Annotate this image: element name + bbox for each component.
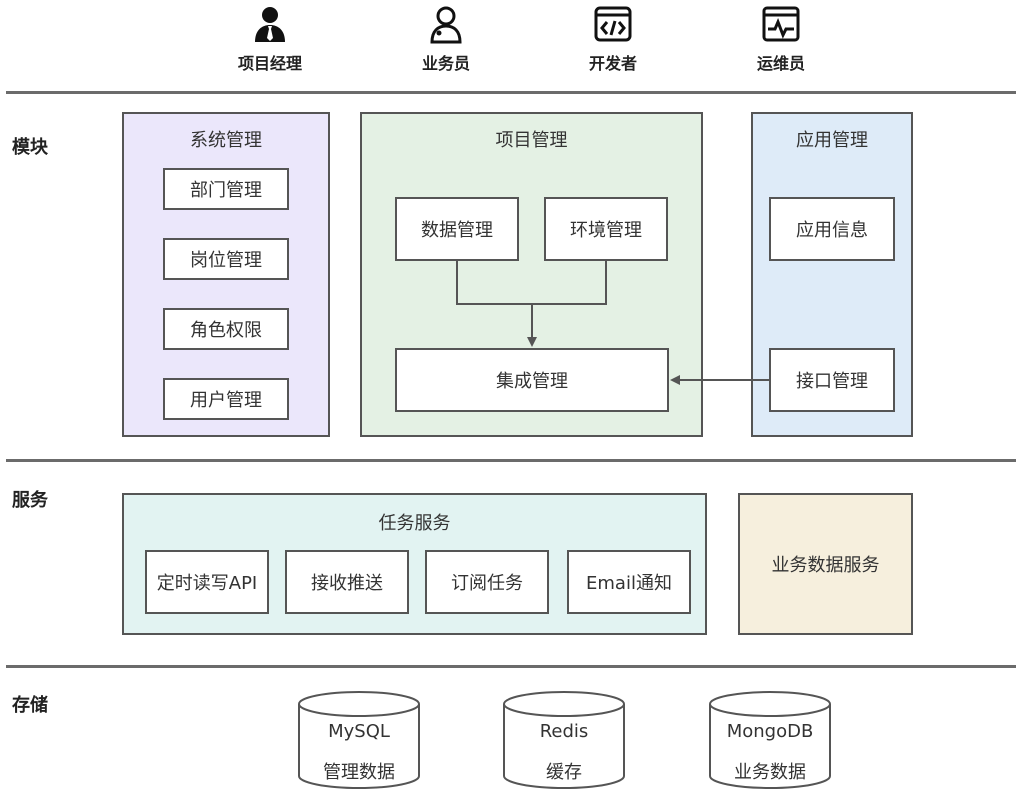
- role-developer: 开发者: [563, 4, 663, 74]
- data-management-box: 数据管理: [395, 197, 519, 261]
- environment-management-box: 环境管理: [544, 197, 668, 261]
- integration-management-box: 集成管理: [395, 348, 669, 412]
- divider: [6, 459, 1016, 462]
- role-label: 业务员: [421, 54, 470, 73]
- mysql-database: MySQL 管理数据: [297, 690, 421, 790]
- email-notify-box: Email通知: [567, 550, 691, 614]
- section-label-modules: 模块: [12, 137, 48, 158]
- role-permission-box: 角色权限: [163, 308, 289, 350]
- business-data-service-box: 业务数据服务: [738, 493, 913, 635]
- application-info-box: 应用信息: [769, 197, 895, 261]
- storage-desc: 业务数据: [734, 762, 806, 783]
- divider: [6, 665, 1016, 668]
- database-icon: [709, 691, 831, 789]
- storage-desc: 缓存: [546, 762, 582, 783]
- user-management-box: 用户管理: [163, 378, 289, 420]
- position-management-box: 岗位管理: [163, 238, 289, 280]
- panel-title: 任务服务: [378, 513, 451, 534]
- role-label: 运维员: [756, 54, 805, 73]
- storage-name: MongoDB: [726, 721, 814, 742]
- scheduled-api-box: 定时读写API: [145, 550, 269, 614]
- manager-icon: [255, 7, 285, 42]
- panel-title: 系统管理: [190, 130, 262, 151]
- section-label-services: 服务: [12, 490, 48, 511]
- monitor-icon: [762, 6, 800, 42]
- api-management-box: 接口管理: [769, 348, 895, 412]
- role-salesperson: 业务员: [396, 4, 496, 74]
- code-icon: [594, 6, 632, 42]
- mongodb-database: MongoDB 业务数据: [708, 690, 832, 790]
- role-project-manager: 项目经理: [220, 4, 320, 74]
- receive-push-box: 接收推送: [285, 550, 409, 614]
- panel-title: 项目管理: [495, 130, 568, 151]
- storage-name: MySQL: [328, 721, 390, 742]
- role-label: 开发者: [588, 54, 637, 73]
- department-management-box: 部门管理: [163, 168, 289, 210]
- divider: [6, 91, 1016, 94]
- database-icon: [298, 691, 420, 789]
- panel-title: 应用管理: [796, 130, 868, 151]
- storage-name: Redis: [539, 721, 589, 742]
- database-icon: [503, 691, 625, 789]
- user-icon: [430, 6, 462, 44]
- storage-desc: 管理数据: [323, 762, 395, 783]
- section-label-storage: 存储: [12, 695, 48, 716]
- role-operator: 运维员: [731, 4, 831, 74]
- subscribe-task-box: 订阅任务: [425, 550, 549, 614]
- redis-database: Redis 缓存: [502, 690, 626, 790]
- role-label: 项目经理: [237, 54, 302, 73]
